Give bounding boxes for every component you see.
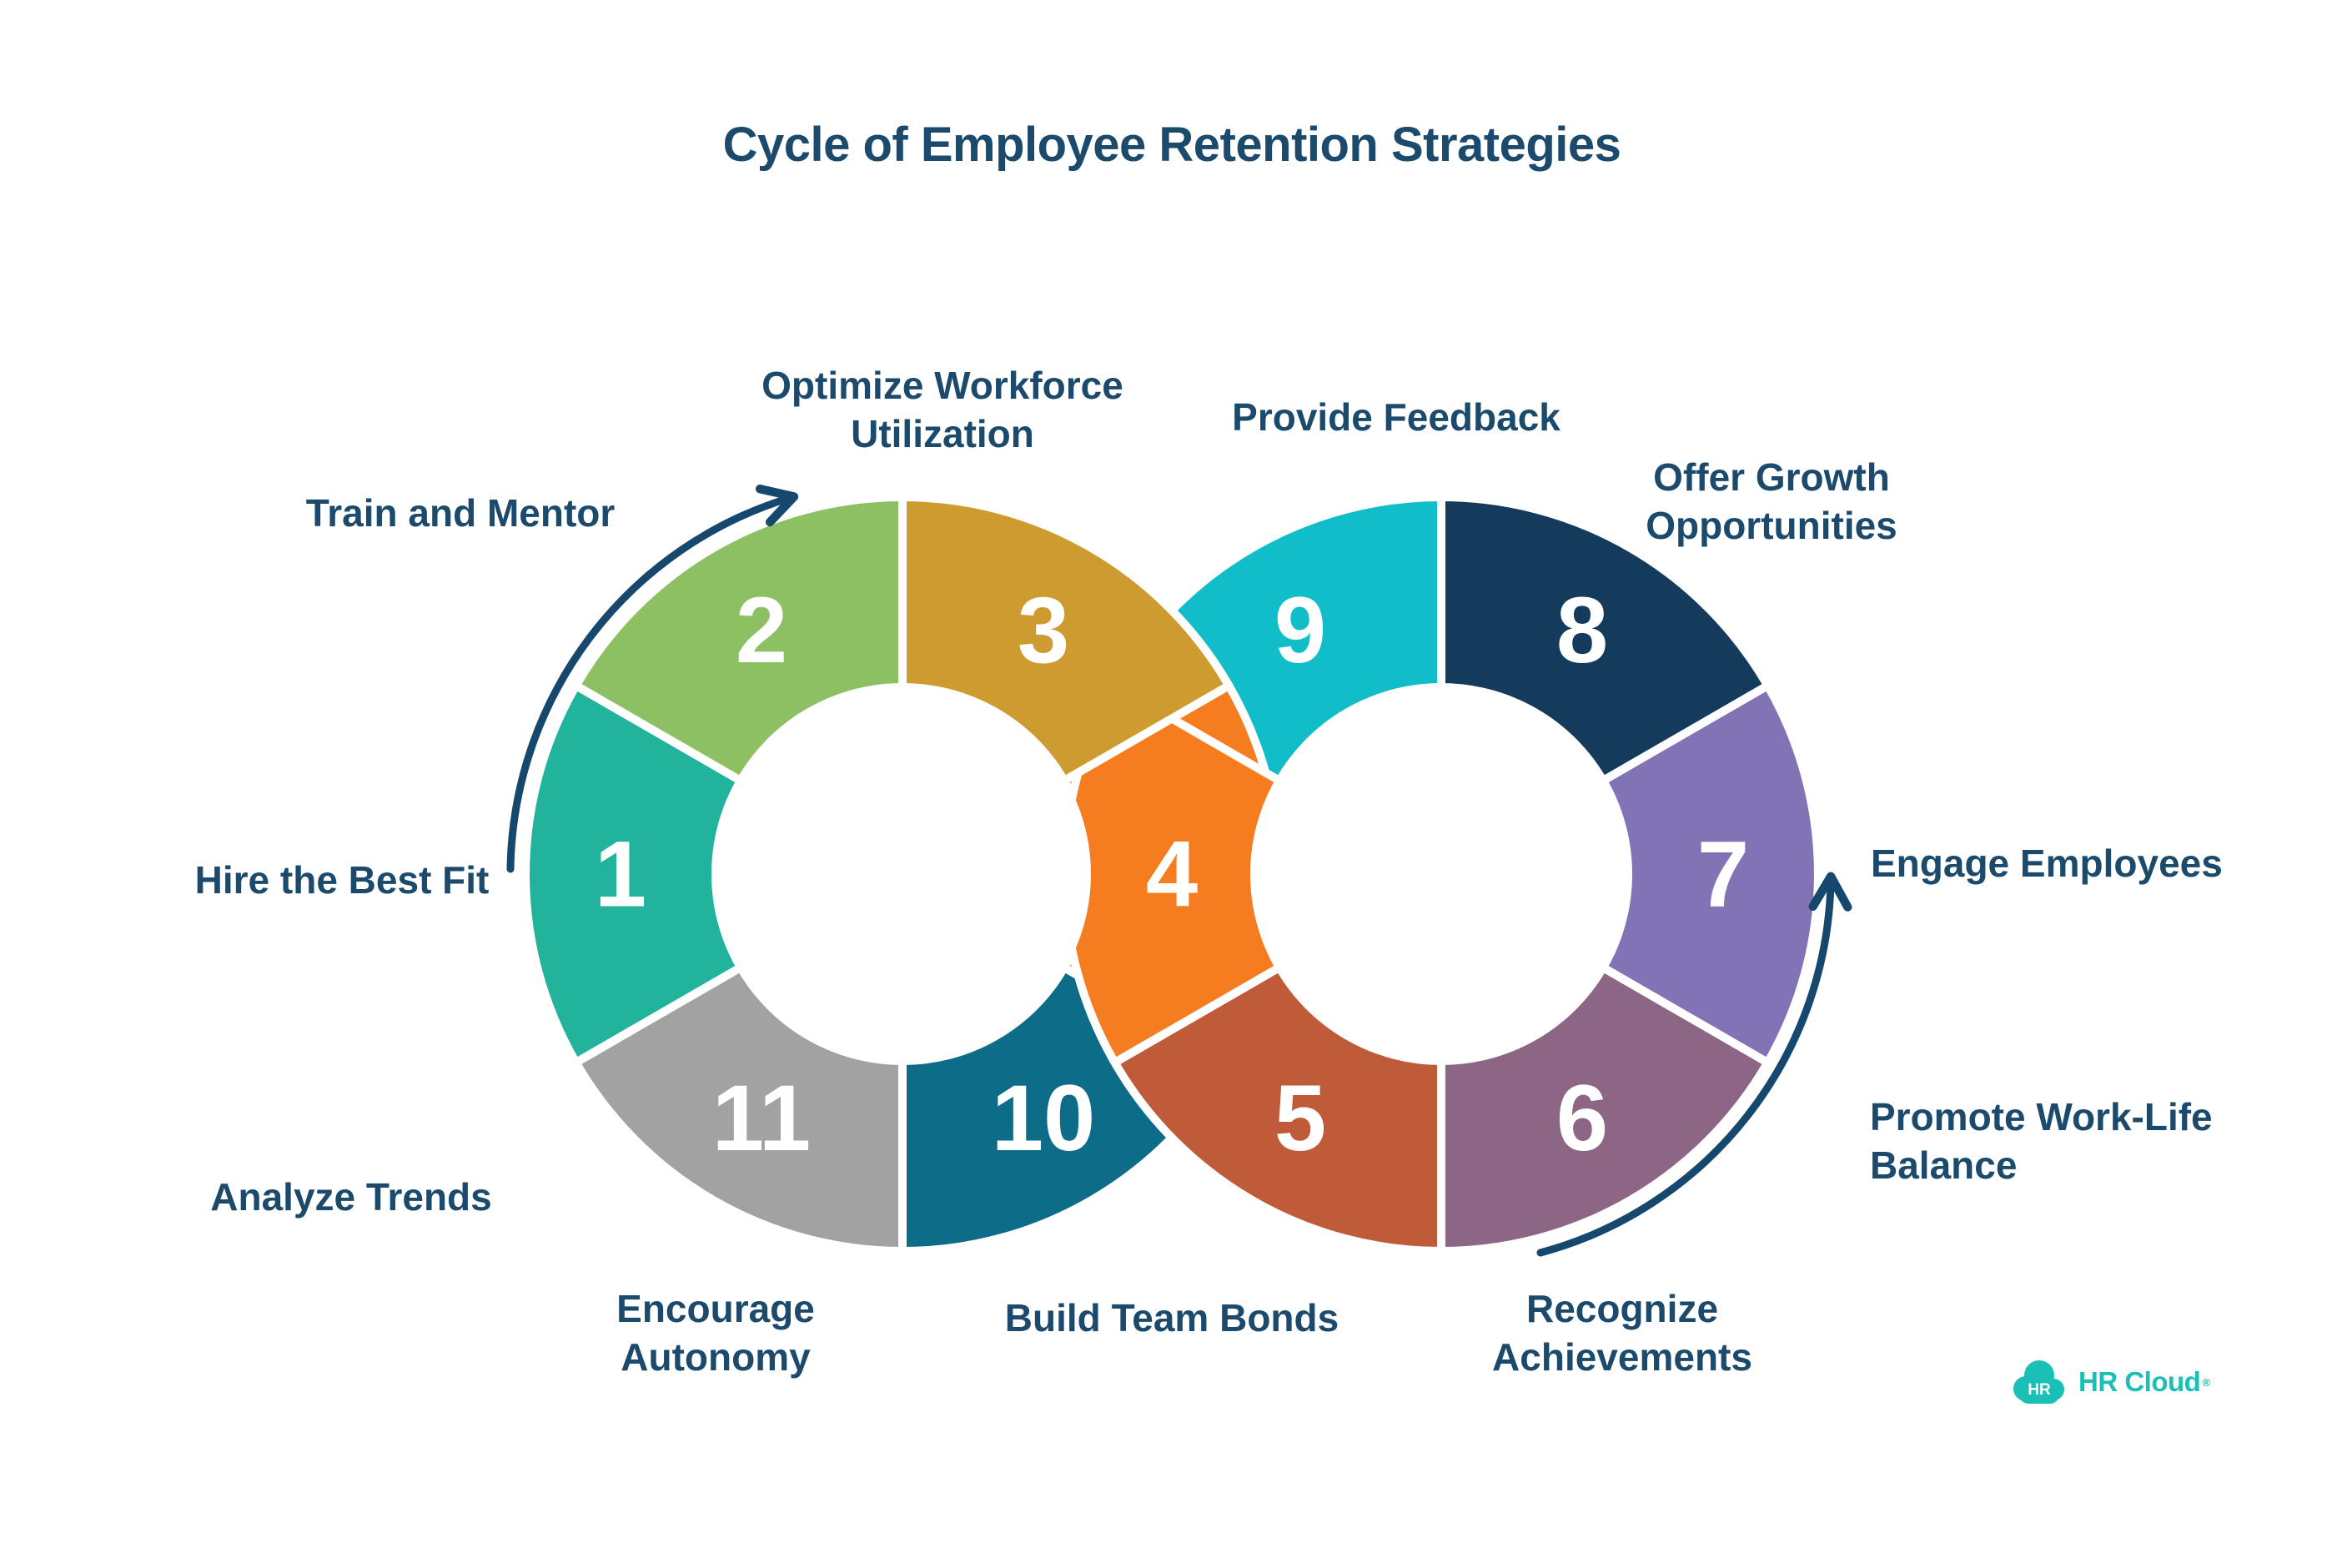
segment-number-2: 2 — [736, 578, 787, 682]
logo-wordmark: HR Cloud — [2078, 1366, 2201, 1397]
numbers-layer: 1 2 3 5 6 7 8 9 10 11 4 — [595, 578, 1749, 1170]
label-offer-growth: Offer Growth Opportunities — [1646, 455, 1897, 547]
label-engage-employees: Engage Employees — [1871, 842, 2223, 885]
page-title: Cycle of Employee Retention Strategies — [722, 118, 1621, 172]
segment-number-4: 4 — [1146, 822, 1198, 927]
logo-registered-mark: ® — [2202, 1375, 2210, 1389]
label-encourage-autonomy: Encourage Autonomy — [616, 1287, 815, 1379]
label-analyze-trends: Analyze Trends — [210, 1175, 492, 1219]
right-hub — [1253, 686, 1630, 1063]
segment-number-8: 8 — [1556, 578, 1608, 682]
hr-cloud-cloud-icon: HR — [2013, 1360, 2064, 1404]
label-hire-best-fit: Hire the Best Fit — [194, 858, 490, 902]
label-optimize-workforce: Optimize Workforce Utilization — [761, 364, 1123, 455]
label-promote-balance: Promote Work-Life Balance — [1870, 1095, 2213, 1187]
left-flow-arrow — [506, 484, 799, 873]
segment-number-9: 9 — [1274, 578, 1326, 682]
label-train-mentor: Train and Mentor — [305, 491, 616, 535]
right-flow-arrow — [1536, 872, 1852, 1257]
logo-hr-mark: HR — [2028, 1381, 2051, 1399]
segment-number-3: 3 — [1018, 578, 1069, 682]
hr-cloud-logo: HR HR Cloud® — [2007, 1358, 2210, 1406]
left-hub — [714, 686, 1091, 1063]
label-recognize-achievements: Recognize Achievements — [1492, 1287, 1752, 1379]
label-build-team-bonds: Build Team Bonds — [1004, 1296, 1339, 1339]
segment-number-7: 7 — [1697, 822, 1749, 927]
segment-number-11: 11 — [712, 1066, 811, 1170]
segment-number-1: 1 — [595, 822, 646, 927]
hubs-layer — [714, 686, 1630, 1063]
arrows-layer — [506, 484, 1852, 1257]
segment-number-5: 5 — [1274, 1066, 1326, 1170]
label-provide-feedback: Provide Feedback — [1232, 395, 1560, 439]
segment-number-10: 10 — [992, 1066, 1096, 1170]
logo-wordmark-wrap: HR Cloud® — [2078, 1366, 2210, 1398]
segment-number-6: 6 — [1556, 1066, 1608, 1170]
